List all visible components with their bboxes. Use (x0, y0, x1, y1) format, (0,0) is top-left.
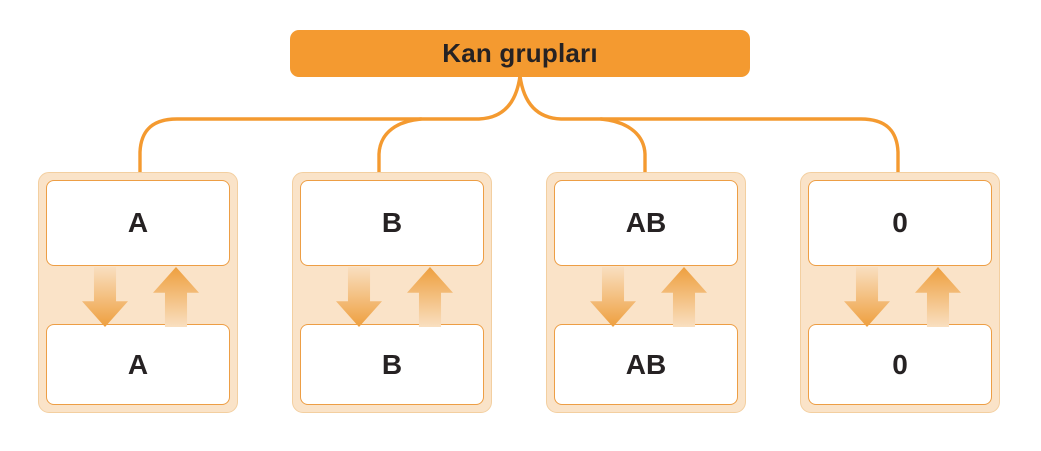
recipient-box-b: B (300, 324, 484, 405)
arrow-up-icon (915, 267, 961, 327)
transfusion-arrows-a (46, 266, 230, 327)
recipient-box-0: 0 (808, 324, 992, 405)
connector-to-0 (518, 74, 900, 177)
blood-group-panel-a: A A (38, 172, 238, 413)
transfusion-arrows-0 (808, 266, 992, 327)
diagram-title: Kan grupları (442, 38, 598, 68)
donor-box-a: A (46, 180, 230, 266)
recipient-box-a: A (46, 324, 230, 405)
donor-label-0: 0 (892, 207, 908, 238)
diagram-title-box: Kan grupları (290, 30, 750, 77)
blood-group-panel-ab: AB AB (546, 172, 746, 413)
arrow-up-icon (407, 267, 453, 327)
donor-label-b: B (381, 207, 403, 238)
recipient-label-b: B (381, 348, 403, 380)
arrow-down-icon (844, 267, 890, 327)
transfusion-arrows-ab (554, 266, 738, 327)
recipient-label-ab: AB (625, 348, 667, 380)
recipient-label-0: 0 (892, 348, 908, 380)
transfusion-arrows-b (300, 266, 484, 327)
donor-label-ab: AB (625, 207, 667, 238)
donor-box-b: B (300, 180, 484, 266)
recipient-label-a: A (127, 348, 149, 380)
arrow-down-icon (336, 267, 382, 327)
donor-label-a: A (127, 207, 149, 238)
arrow-down-icon (590, 267, 636, 327)
blood-group-panel-0: 0 0 (800, 172, 1000, 413)
connector-to-b (377, 117, 423, 177)
donor-box-ab: AB (554, 180, 738, 266)
recipient-box-ab: AB (554, 324, 738, 405)
arrow-up-icon (153, 267, 199, 327)
donor-box-0: 0 (808, 180, 992, 266)
connector-to-a (138, 74, 522, 177)
arrow-up-icon (661, 267, 707, 327)
connector-to-ab (599, 117, 647, 177)
arrow-down-icon (82, 267, 128, 327)
blood-group-panel-b: B B (292, 172, 492, 413)
